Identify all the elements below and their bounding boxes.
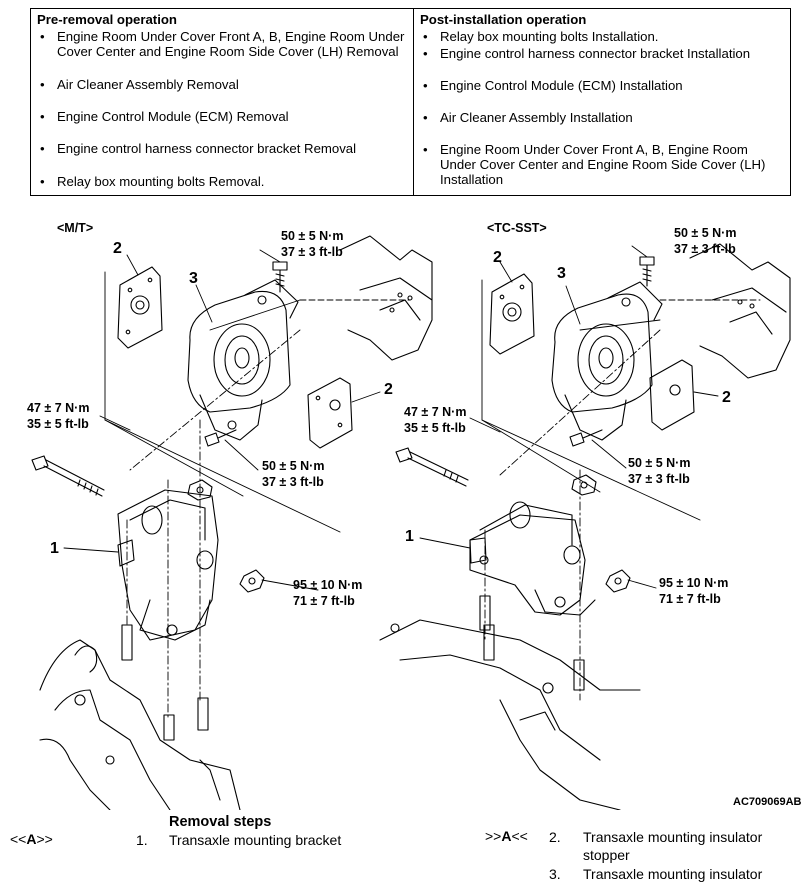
mt-assembly [31, 235, 433, 810]
mt-torque-mid-ftlb: 37 ± 3 ft-lb [262, 475, 324, 489]
mt-torque-top-ftlb: 37 ± 3 ft-lb [281, 245, 343, 259]
list-item: Air Cleaner Assembly Removal [37, 77, 407, 109]
step-3-number: 3. [549, 866, 561, 882]
operations-table: Pre-removal operation Engine Room Under … [30, 8, 791, 196]
list-item: Relay box mounting bolts Installation. [420, 29, 784, 46]
pre-removal-column: Pre-removal operation Engine Room Under … [31, 9, 414, 195]
post-installation-column: Post-installation operation Relay box mo… [414, 9, 790, 195]
mt-callout-2-right: 2 [384, 381, 393, 398]
list-item: Engine control harness connector bracket… [37, 141, 407, 174]
post-installation-heading: Post-installation operation [420, 12, 587, 27]
step-2-text-cont: stopper [583, 847, 630, 863]
list-item: Relay box mounting bolts Removal. [37, 174, 407, 189]
tc-torque-mid-ftlb: 37 ± 3 ft-lb [628, 472, 690, 486]
list-item: Air Cleaner Assembly Installation [420, 110, 784, 142]
pre-removal-heading: Pre-removal operation [37, 12, 177, 27]
step-3-text: Transaxle mounting insulator [583, 866, 763, 882]
list-item: Engine Room Under Cover Front A, B, Engi… [37, 29, 407, 77]
mt-torque-left-ftlb: 35 ± 5 ft-lb [27, 417, 89, 431]
step-1-text: Transaxle mounting bracket [169, 832, 342, 848]
mt-torque-left-nm: 47 ± 7 N·m [27, 401, 89, 415]
tc-callout-2-top: 2 [493, 249, 502, 266]
list-item: Engine Control Module (ECM) Installation [420, 78, 784, 110]
mt-callout-1: 1 [50, 540, 59, 557]
mt-variant-label: <M/T> [57, 221, 93, 235]
mt-torque-bottom-nm: 95 ± 10 N·m [293, 578, 362, 592]
list-item: Engine control harness connector bracket… [420, 46, 784, 78]
exploded-mounting-diagram: <M/T> 2 3 2 1 50 ± 5 N·m 37 ± 3 ft-lb 47… [27, 221, 802, 810]
tc-callout-1: 1 [405, 528, 414, 545]
mt-torque-top-nm: 50 ± 5 N·m [281, 229, 343, 243]
mt-callout-2-top: 2 [113, 240, 122, 257]
tc-torque-bottom-ftlb: 71 ± 7 ft-lb [659, 592, 721, 606]
mt-torque-bottom-ftlb: 71 ± 7 ft-lb [293, 594, 355, 608]
tc-torque-top-nm: 50 ± 5 N·m [674, 226, 736, 240]
list-item: Engine Control Module (ECM) Removal [37, 109, 407, 141]
step-2-text: Transaxle mounting insulator [583, 829, 763, 845]
tc-variant-label: <TC-SST> [487, 221, 547, 235]
tc-sst-assembly [379, 243, 791, 810]
tc-callout-2-right: 2 [722, 389, 731, 406]
mt-callout-3: 3 [189, 270, 198, 287]
tc-torque-top-ftlb: 37 ± 3 ft-lb [674, 242, 736, 256]
tc-torque-bottom-nm: 95 ± 10 N·m [659, 576, 728, 590]
step-2-number: 2. [549, 829, 561, 845]
pre-removal-list: Engine Room Under Cover Front A, B, Engi… [37, 29, 407, 189]
tc-torque-left-ftlb: 35 ± 5 ft-lb [404, 421, 466, 435]
tc-callout-3: 3 [557, 265, 566, 282]
step-1-reference: <<A>> [10, 831, 53, 847]
figure-code: AC709069AB [733, 796, 802, 808]
tc-torque-left-nm: 47 ± 7 N·m [404, 405, 466, 419]
tc-torque-mid-nm: 50 ± 5 N·m [628, 456, 690, 470]
step-1-number: 1. [136, 832, 148, 848]
mt-torque-mid-nm: 50 ± 5 N·m [262, 459, 324, 473]
list-item: Engine Room Under Cover Front A, B, Engi… [420, 142, 784, 187]
removal-steps: Removal steps <<A>> 1. Transaxle mountin… [0, 812, 806, 891]
step-2-reference: >>A<< [485, 828, 528, 844]
post-installation-list: Relay box mounting bolts Installation. E… [420, 29, 784, 187]
removal-steps-heading: Removal steps [169, 814, 272, 830]
